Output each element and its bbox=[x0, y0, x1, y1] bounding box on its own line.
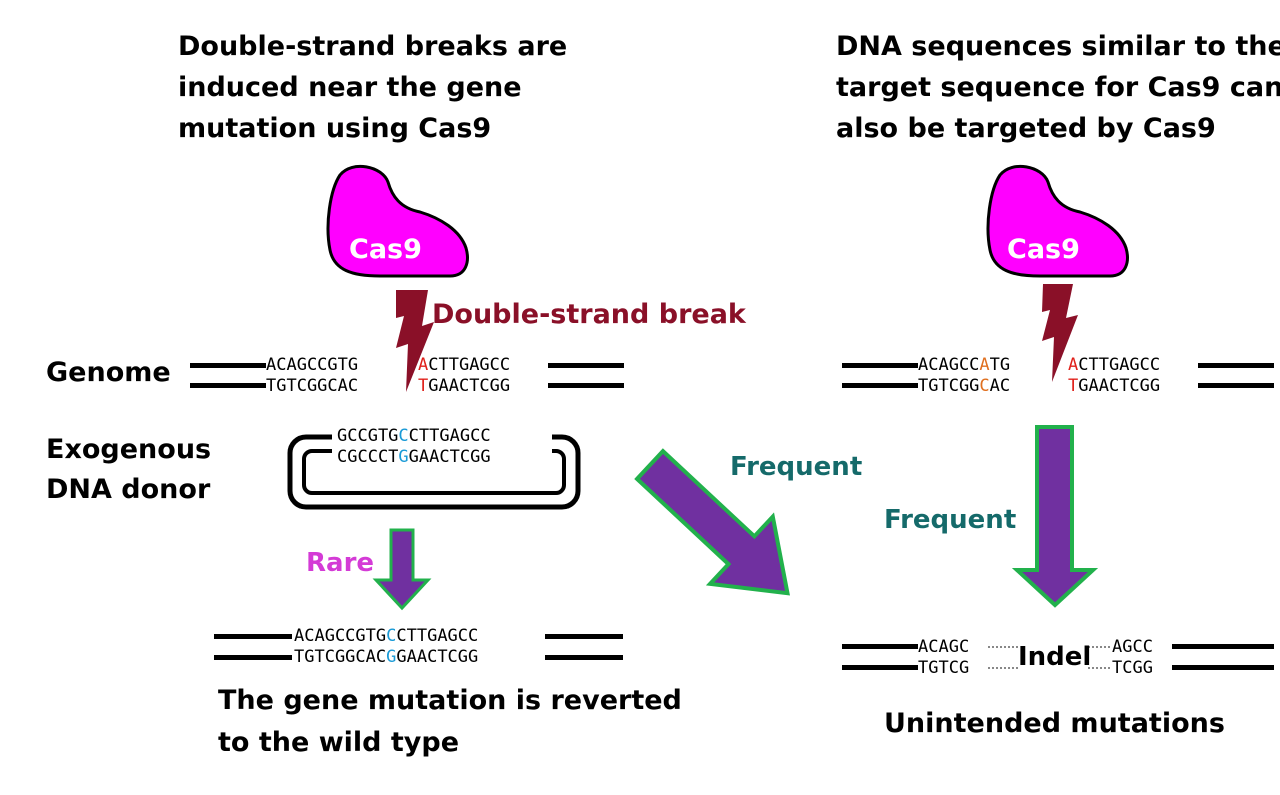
donor-bottom-c: GAACTCGG bbox=[408, 447, 491, 467]
offtarget-bottom-mutation: T bbox=[1068, 376, 1079, 396]
result-top-a: ACAGCCGTG bbox=[294, 626, 387, 646]
cas9-label-left: Cas9 bbox=[349, 234, 422, 265]
indel-strand-bottom-left bbox=[842, 665, 918, 670]
genome-sequence-bottom-b: TGAACTCGG bbox=[418, 376, 510, 396]
donor-sequence-top: GCCGTGCCTTGAGCC bbox=[337, 426, 491, 446]
offtarget-strand-top-right bbox=[1198, 363, 1274, 368]
indel-strand-top-right bbox=[1172, 644, 1274, 649]
donor-top-wildtype-base: C bbox=[398, 426, 409, 446]
cas9-protein-left bbox=[326, 164, 469, 278]
genome-label: Genome bbox=[46, 357, 171, 388]
frequent-arrow-vertical bbox=[1011, 425, 1099, 608]
donor-inner-gap bbox=[332, 446, 552, 458]
offtarget-top-mismatch: A bbox=[979, 355, 990, 375]
rare-arrow bbox=[372, 528, 432, 611]
offtarget-bottom-e: GAACTCGG bbox=[1078, 376, 1161, 396]
offtarget-sequence-bottom-right: TGAACTCGG bbox=[1068, 376, 1160, 396]
mutation-base-top: A bbox=[418, 355, 429, 375]
result-strand-top-left bbox=[214, 634, 292, 639]
genome-sequence-top-b: ACTTGAGCC bbox=[418, 355, 510, 375]
genome-strand-top-left bbox=[190, 363, 266, 368]
result-strand-top-right bbox=[545, 634, 623, 639]
result-bottom-a: TGTCGGCAC bbox=[294, 647, 387, 667]
donor-label-line-1: Exogenous bbox=[46, 434, 212, 465]
cas9-protein-right bbox=[986, 164, 1129, 278]
offtarget-top-e: CTTGAGCC bbox=[1078, 355, 1161, 375]
left-heading-line-2: induced near the gene bbox=[178, 72, 522, 103]
offtarget-strand-bottom-left bbox=[842, 383, 918, 388]
offtarget-strand-top-left bbox=[842, 363, 918, 368]
offtarget-sequence-top-left: ACAGCCATG bbox=[918, 355, 1010, 375]
donor-label-line-2: DNA donor bbox=[46, 474, 211, 505]
double-strand-break-bolt-right bbox=[1042, 284, 1078, 382]
genome-sequence-bottom-a: TGTCGGCAC bbox=[266, 376, 359, 396]
result-caption-line-2: to the wild type bbox=[218, 727, 460, 758]
donor-top-gap bbox=[332, 430, 552, 444]
double-strand-break-label: Double-strand break bbox=[432, 299, 746, 330]
result-strand-bottom-left bbox=[214, 655, 292, 660]
genome-strand-bottom-left bbox=[190, 383, 266, 388]
offtarget-top-mutation: A bbox=[1068, 355, 1079, 375]
offtarget-top-a: ACAGCC bbox=[918, 355, 980, 375]
genome-strand-top-right bbox=[548, 363, 624, 368]
donor-bottom-wildtype-base: G bbox=[398, 447, 409, 467]
result-top-wildtype-base: C bbox=[386, 626, 397, 646]
result-sequence-bottom: TGTCGGCACGGAACTCGG bbox=[294, 647, 478, 667]
double-strand-break-bolt-left bbox=[396, 290, 434, 392]
result-sequence-top: ACAGCCGTGCCTTGAGCC bbox=[294, 626, 478, 646]
donor-sequence-bottom: CGCCCTGGAACTCGG bbox=[337, 447, 491, 467]
result-bottom-c: GAACTCGG bbox=[396, 647, 479, 667]
result-top-c: CTTGAGCC bbox=[396, 626, 479, 646]
genome-sequence-bottom-c: GAACTCGG bbox=[428, 376, 511, 396]
result-strand-bottom-right bbox=[545, 655, 623, 660]
offtarget-sequence-bottom-left: TGTCGGCAC bbox=[918, 376, 1010, 396]
right-heading-line-3: also be targeted by Cas9 bbox=[836, 113, 1216, 144]
donor-top-a: GCCGTG bbox=[337, 426, 399, 446]
indel-strand-bottom-right bbox=[1172, 665, 1274, 670]
offtarget-sequence-top-right: ACTTGAGCC bbox=[1068, 355, 1160, 375]
indel-label: Indel bbox=[1018, 642, 1092, 672]
donor-bottom-a: CGCCCT bbox=[337, 447, 399, 467]
offtarget-top-c: TG bbox=[989, 355, 1011, 375]
indel-right-top: AGCC bbox=[1112, 637, 1153, 657]
genome-sequence-top-c: CTTGAGCC bbox=[428, 355, 511, 375]
right-heading-line-1: DNA sequences similar to the bbox=[836, 31, 1280, 62]
result-caption-line-1: The gene mutation is reverted bbox=[218, 685, 682, 716]
rare-label: Rare bbox=[306, 548, 375, 578]
frequent-label-left: Frequent bbox=[730, 452, 863, 482]
result-bottom-wildtype-base: G bbox=[386, 647, 397, 667]
offtarget-bottom-a: TGTCGG bbox=[918, 376, 980, 396]
indel-left-top: ACAGC bbox=[918, 637, 970, 657]
offtarget-strand-bottom-right bbox=[1198, 383, 1274, 388]
mutation-base-bottom: T bbox=[418, 376, 429, 396]
frequent-label-right: Frequent bbox=[884, 505, 1017, 535]
right-heading-line-2: target sequence for Cas9 can bbox=[836, 72, 1280, 103]
genome-strand-bottom-right bbox=[548, 383, 624, 388]
left-heading-line-3: mutation using Cas9 bbox=[178, 113, 492, 144]
frequent-arrow-diagonal bbox=[634, 448, 790, 596]
donor-top-c: CTTGAGCC bbox=[408, 426, 491, 446]
offtarget-bottom-mismatch: C bbox=[979, 376, 990, 396]
cas9-label-right: Cas9 bbox=[1007, 234, 1080, 265]
indel-left-bottom: TGTCG bbox=[918, 658, 970, 678]
left-heading-line-1: Double-strand breaks are bbox=[178, 31, 568, 62]
indel-strand-top-left bbox=[842, 644, 918, 649]
offtarget-bottom-c: AC bbox=[989, 376, 1011, 396]
genome-sequence-top-a: ACAGCCGTG bbox=[266, 355, 359, 375]
indel-right-bottom: TCGG bbox=[1112, 658, 1153, 678]
unintended-mutations-caption: Unintended mutations bbox=[884, 708, 1225, 739]
